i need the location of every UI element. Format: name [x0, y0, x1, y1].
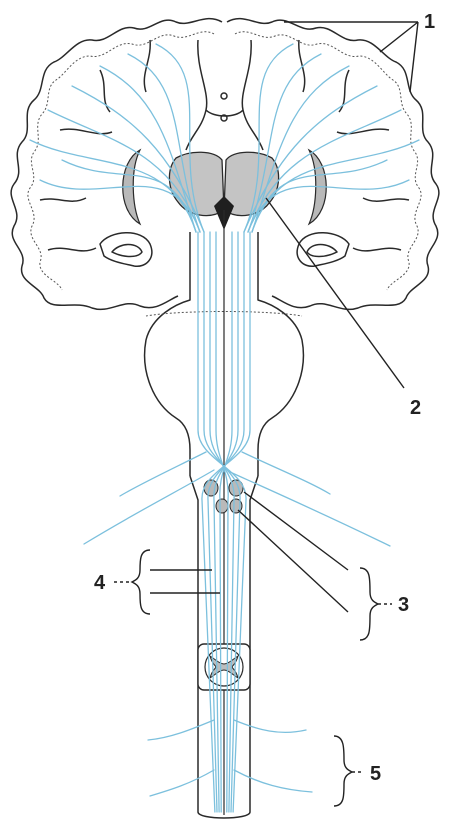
brace-3 — [360, 568, 378, 640]
right-upper-branch — [242, 452, 330, 494]
right-cortical-fiber — [252, 66, 349, 232]
left-temporal-lobe — [100, 233, 152, 267]
label-1: 1 — [424, 11, 435, 33]
olive-nucleus-left — [216, 499, 228, 513]
label-4: 4 — [94, 572, 106, 594]
corpus-callosum — [186, 40, 263, 150]
label-2: 2 — [410, 397, 421, 419]
leader-line-3a — [244, 492, 348, 570]
label-3: 3 — [398, 594, 409, 616]
left-spinal-root-lower — [150, 770, 214, 796]
right-spinal-root-lower — [234, 770, 312, 792]
right-temporal-lobe — [297, 233, 349, 267]
left-descending-fiber — [210, 232, 234, 812]
left-upper-branch — [120, 452, 206, 496]
right-descending-fiber — [214, 232, 238, 812]
label-5: 5 — [370, 763, 381, 785]
left-spinal-root — [148, 720, 214, 740]
left-hippocampus — [112, 245, 142, 257]
septum-dot — [221, 93, 227, 99]
brace-4 — [132, 550, 150, 614]
right-hippocampus — [307, 245, 337, 257]
leader-line-2 — [266, 198, 404, 388]
leader-line-3b — [238, 510, 348, 612]
brace-5 — [334, 736, 352, 806]
right-spinal-root — [234, 720, 306, 732]
